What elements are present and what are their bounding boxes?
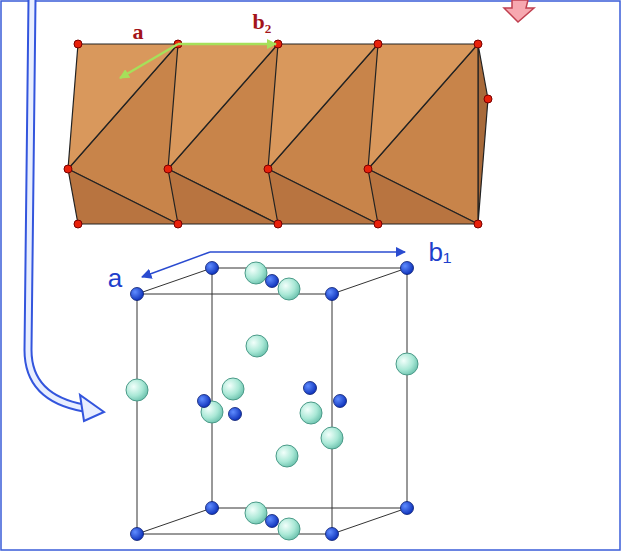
small-atom — [206, 262, 219, 275]
vertex-dot — [64, 165, 72, 173]
small-atom — [229, 408, 242, 421]
axis-label: a — [108, 264, 122, 293]
octahedron-face — [268, 44, 378, 169]
vector-arrow — [178, 43, 276, 46]
small-atom — [206, 502, 219, 515]
vertex-dot — [474, 40, 482, 48]
large-atom — [246, 335, 268, 357]
axis-arrow — [142, 252, 210, 277]
curved-arrow-head — [80, 395, 104, 421]
small-atoms — [131, 262, 414, 541]
large-atom — [222, 378, 244, 400]
octahedra-chain — [68, 44, 488, 224]
small-atom — [266, 275, 279, 288]
octahedron-face — [368, 169, 478, 224]
vertex-dot — [374, 220, 382, 228]
cell-edge — [137, 508, 407, 534]
large-atom — [126, 379, 148, 401]
lattice-vectors — [120, 44, 276, 78]
vertex-dot — [174, 220, 182, 228]
vertex-dot — [74, 220, 82, 228]
large-atom — [278, 278, 300, 300]
vertex-dot — [74, 40, 82, 48]
small-atom — [326, 288, 339, 301]
small-atom — [266, 515, 279, 528]
small-atom — [334, 395, 347, 408]
cell-edge — [137, 268, 407, 294]
vertex-dot — [474, 220, 482, 228]
small-atom — [401, 262, 414, 275]
octahedron-face — [368, 44, 478, 224]
octahedron-face — [68, 44, 178, 169]
octahedron-face — [268, 169, 378, 224]
vertex-dot — [364, 165, 372, 173]
large-atom — [396, 353, 418, 375]
large-atom — [321, 427, 343, 449]
axis-label: b₁ — [428, 238, 451, 267]
large-atom — [278, 518, 300, 540]
octahedron-face — [168, 44, 278, 169]
large-atom — [276, 445, 298, 467]
octahedron-face — [268, 44, 378, 224]
pink-arrow — [504, 0, 534, 22]
large-atoms — [126, 262, 418, 540]
large-atom — [245, 502, 267, 524]
small-atom — [304, 382, 317, 395]
octahedron-vertices — [64, 40, 492, 228]
cell-edge — [137, 268, 407, 534]
vertex-dot — [374, 40, 382, 48]
pink-arrow-shape — [504, 0, 534, 22]
vertex-dot — [264, 165, 272, 173]
vertex-dot — [484, 95, 492, 103]
octahedron-face — [68, 169, 178, 224]
axis-arrow — [210, 251, 405, 253]
octahedron-face — [368, 44, 478, 169]
large-atom — [300, 402, 322, 424]
octahedron-face — [168, 44, 278, 224]
vertex-dot — [164, 165, 172, 173]
octahedron-face — [478, 44, 488, 224]
small-atom — [198, 395, 211, 408]
large-atom — [245, 262, 267, 284]
small-atom — [401, 502, 414, 515]
vector-arrow — [120, 44, 178, 78]
axis-arrows — [142, 252, 405, 277]
vector-label: a — [133, 20, 144, 44]
small-atom — [131, 288, 144, 301]
octahedron-face — [68, 44, 178, 224]
small-atom — [131, 528, 144, 541]
vector-label: b₂ — [253, 10, 272, 34]
octahedron-face — [168, 169, 278, 224]
vertex-dot — [274, 220, 282, 228]
small-atom — [326, 528, 339, 541]
unit-cell-edges — [137, 268, 407, 534]
